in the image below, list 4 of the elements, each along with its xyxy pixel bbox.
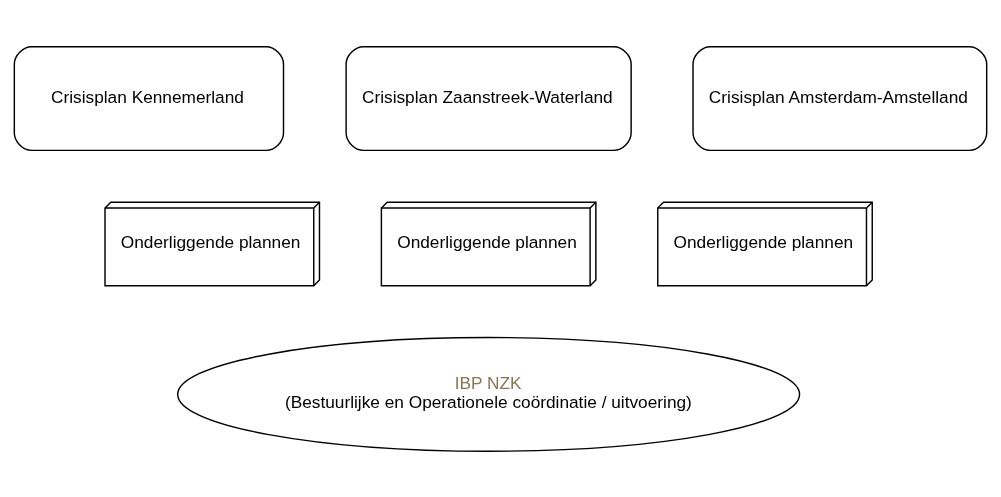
node-box: Crisisplan Amsterdam-Amstelland [692, 45, 988, 151]
node-ellipse: IBP NZK (Bestuurlijke en Operationele coördinatie / uitvoering) [177, 336, 801, 452]
node-box: Crisisplan Kennemerland [13, 45, 285, 151]
node-box: Crisisplan Zaanstreek-Waterland [345, 45, 632, 151]
